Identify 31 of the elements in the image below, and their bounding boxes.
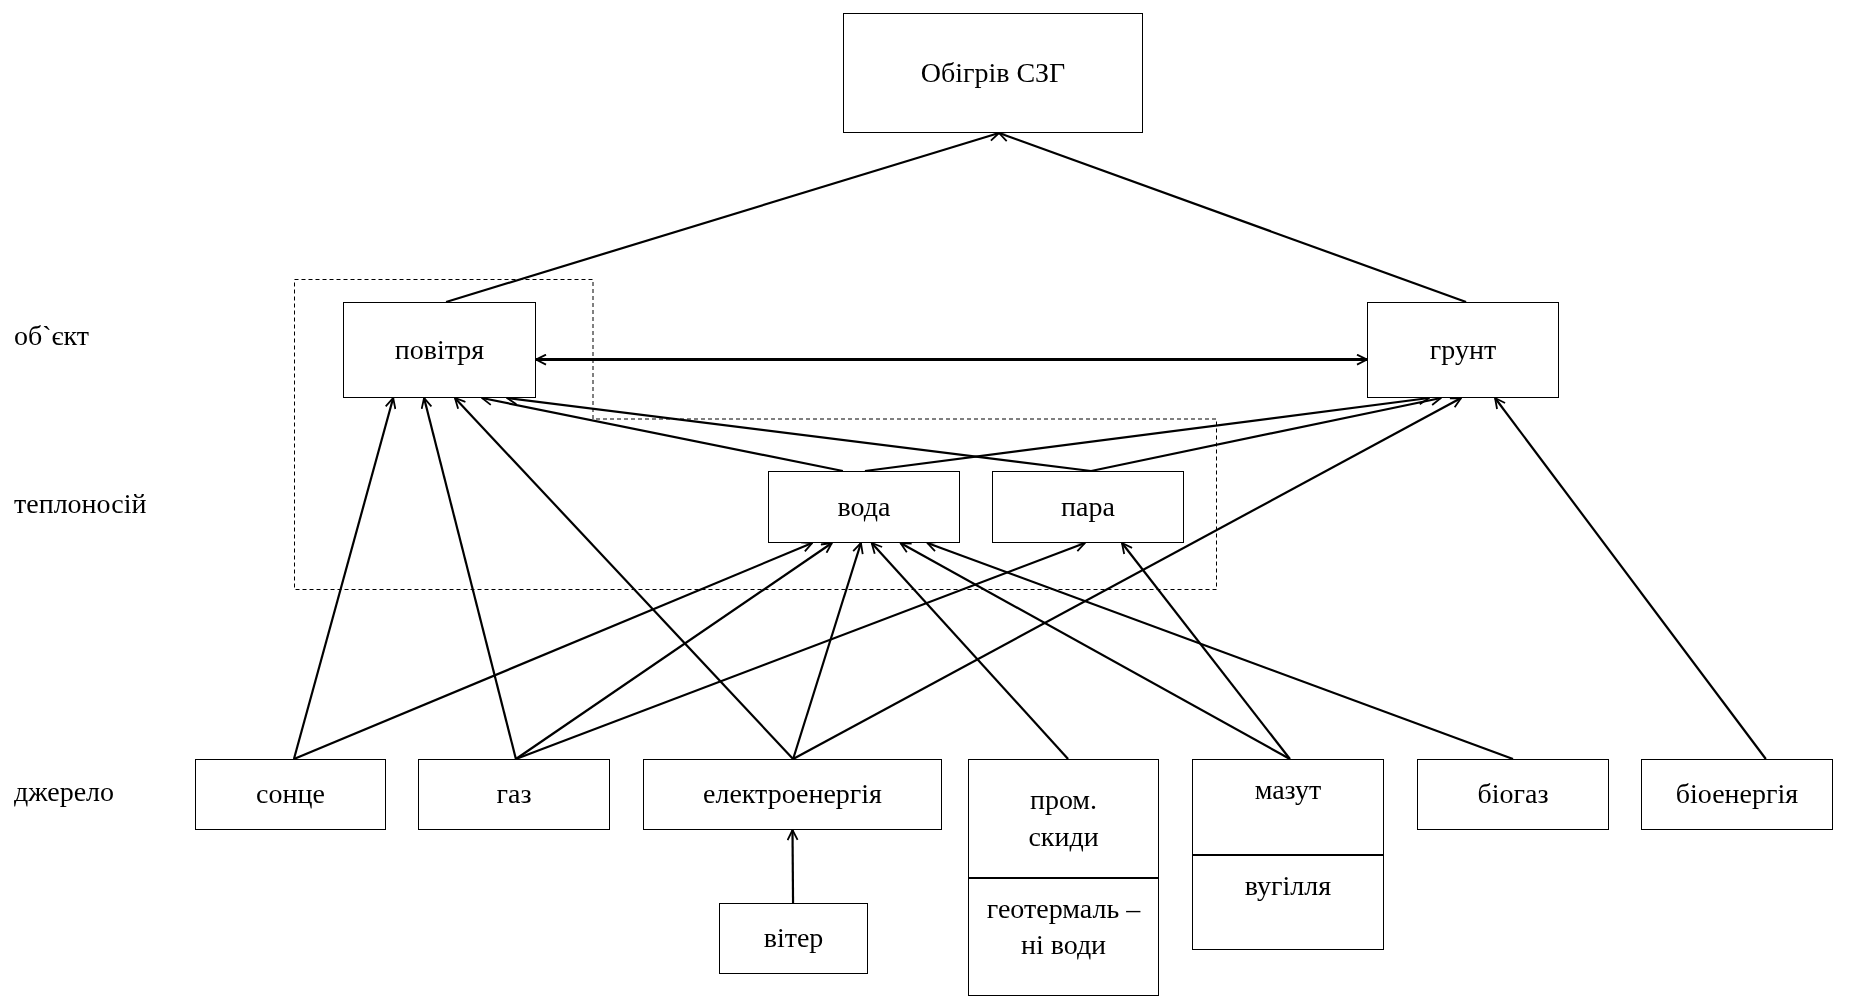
arrow <box>1121 542 1291 760</box>
arrow <box>870 542 1069 760</box>
arrow <box>899 542 1291 760</box>
node-box: вугілля <box>1192 855 1384 950</box>
arrow <box>792 542 864 760</box>
node-box: грунт <box>1367 302 1559 398</box>
node-box: пром. скиди <box>968 759 1159 878</box>
node-box: вода <box>768 471 960 543</box>
arrow <box>792 397 1462 760</box>
node-box: геотермаль –ні води <box>968 878 1159 996</box>
node-box: електроенергія <box>643 759 942 830</box>
level-label: об`єкт <box>14 319 90 353</box>
node-box: біоенергія <box>1641 759 1833 830</box>
node-box: пара <box>992 471 1184 543</box>
level-label: теплоносій <box>14 487 147 521</box>
node-box: вітер <box>719 903 868 974</box>
node-box: Обігрів СЗГ <box>843 13 1143 133</box>
arrow <box>293 541 814 760</box>
arrow <box>420 397 517 760</box>
node-box: сонце <box>195 759 386 830</box>
arrow <box>786 829 799 903</box>
node-box: біогаз <box>1417 759 1609 830</box>
arrow <box>454 397 794 760</box>
node-box: газ <box>418 759 610 830</box>
arrow <box>292 397 397 760</box>
level-label: джерело <box>14 775 115 809</box>
arrow <box>515 542 833 760</box>
arrow <box>1494 397 1767 760</box>
node-box: повітря <box>343 302 536 398</box>
arrow <box>535 353 1368 366</box>
node-box: мазут <box>1192 759 1384 855</box>
